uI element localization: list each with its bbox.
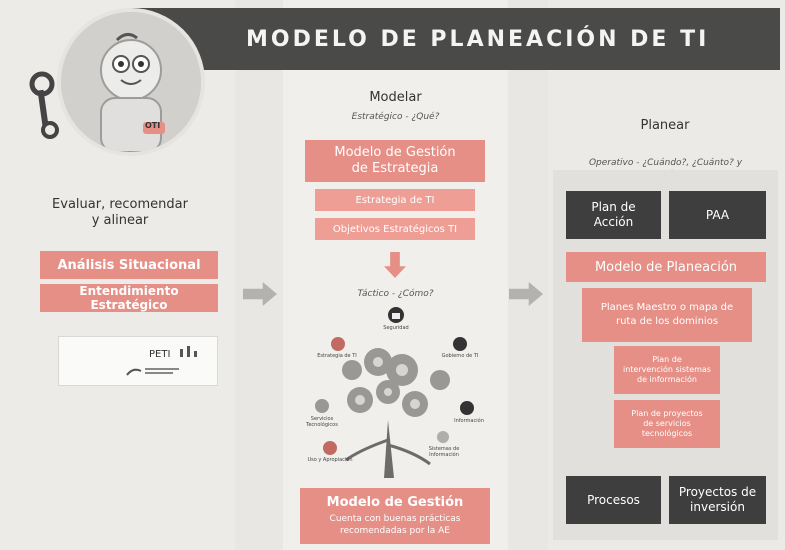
uso-icon xyxy=(323,441,337,455)
wrench-icon xyxy=(29,71,59,139)
peti-label: PETI xyxy=(149,349,171,360)
modelo-gestion-estrategia-box: Modelo de Gestión de Estrategia xyxy=(305,140,485,182)
mascot-badge: OTI xyxy=(145,121,161,130)
robot-icon xyxy=(61,12,201,152)
seguridad-icon xyxy=(388,307,404,323)
modelo-gestion-title: Modelo de Gestión xyxy=(326,495,464,510)
tree-label-estrategia: Estrategia de TI xyxy=(317,353,357,359)
tree-label-gobierno: Gobierno de TI xyxy=(441,353,479,359)
objetivos-estrategicos-box: Objetivos Estratégicos TI xyxy=(315,218,475,240)
ministry-logo-icon xyxy=(126,368,179,376)
gobierno-icon xyxy=(453,337,467,351)
informacion-icon xyxy=(460,401,474,415)
plan-accion-box: Plan de Acción xyxy=(566,191,661,239)
tree-label-servicios: Servicios Tecnológicos xyxy=(306,416,338,428)
plan-intervencion-box: Plan de intervención sistemas de informa… xyxy=(614,346,720,394)
estrategia-ti-box: Estrategia de TI xyxy=(315,189,475,211)
entendimiento-estrategico-box: Entendimiento Estratégico xyxy=(40,284,218,312)
left-heading: Evaluar, recomendar y alinear xyxy=(52,197,188,228)
mascot-avatar: OTI xyxy=(57,8,205,156)
arrow-right-2 xyxy=(509,282,543,306)
modelo-planeacion-box: Modelo de Planeación xyxy=(566,252,766,282)
estrategico-subheading: Estratégico - ¿Qué? xyxy=(351,112,440,122)
planear-heading: Planear xyxy=(640,118,690,133)
analisis-situacional-box: Análisis Situacional xyxy=(40,251,218,279)
arrow-right-1 xyxy=(243,282,277,306)
peti-card: PETI xyxy=(58,336,218,386)
tree-label-uso: Uso y Apropiación xyxy=(307,457,353,463)
tree-label-sistemas: Sistemas de Información xyxy=(428,446,460,458)
modelar-heading: Modelar xyxy=(369,90,422,105)
peti-logo-icon xyxy=(180,346,197,357)
tree-label-seguridad: Seguridad xyxy=(383,325,409,331)
page-title: MODELO DE PLANEACIÓN DE TI xyxy=(246,27,710,52)
modelo-gestion-box: Modelo de Gestión Cuenta con buenas prác… xyxy=(300,488,490,544)
proyectos-inversion-box: Proyectos de inversión xyxy=(669,476,766,524)
servicios-icon xyxy=(315,399,329,413)
tactico-label: Táctico - ¿Cómo? xyxy=(357,289,434,299)
estrategia-icon xyxy=(331,337,345,351)
sistemas-icon xyxy=(437,431,449,443)
paa-box: PAA xyxy=(669,191,766,239)
gear-tree-illustration xyxy=(342,348,450,478)
plan-proyectos-box: Plan de proyectos de servicios tecnológi… xyxy=(614,400,720,448)
procesos-box: Procesos xyxy=(566,476,661,524)
title-banner xyxy=(130,8,780,70)
modelo-gestion-text: Cuenta con buenas prácticas recomendadas… xyxy=(329,514,461,536)
tree-label-informacion: Información xyxy=(454,418,484,424)
planes-maestro-box: Planes Maestro o mapa de ruta de los dom… xyxy=(582,288,752,342)
